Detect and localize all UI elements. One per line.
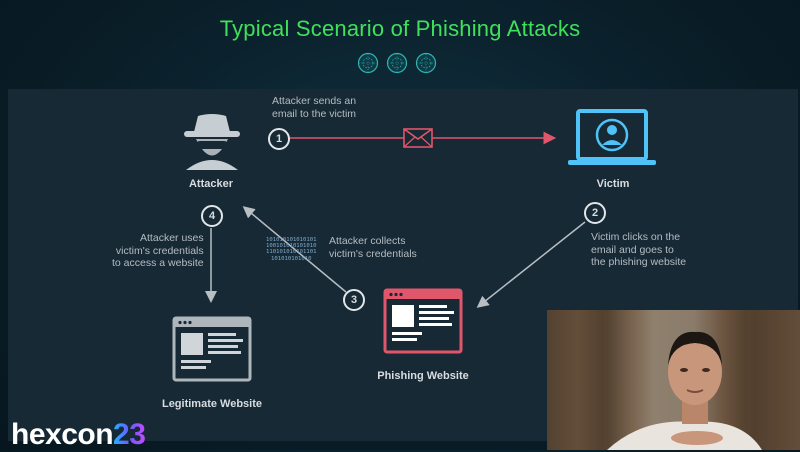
phishing-browser-icon [383,288,463,354]
binary-data: 101010101010101 100101010101010 11010101… [266,237,317,262]
step-3-badge: 3 [343,289,365,311]
legitimate-website-label: Legitimate Website [161,398,263,410]
step-2-text: Victim clicks on the email and goes to t… [591,231,687,268]
globe-icon [386,52,408,74]
presenter-video [547,310,800,450]
laptop-user-icon [568,109,656,165]
step-1-badge: 1 [268,128,290,150]
webcam-overlay [547,310,800,450]
hacker-icon [184,114,240,170]
hexcon-logo: hexcon23 [11,418,146,452]
globe-icon [415,52,437,74]
step-2-badge: 2 [584,202,606,224]
decorative-globes [357,52,437,74]
phishing-website-label: Phishing Website [377,370,469,382]
globe-icon [357,52,379,74]
step-1-text: Attacker sends an email to the victim [272,95,357,120]
attacker-label: Attacker [188,178,234,190]
browser-icon [172,316,252,382]
step-4-badge: 4 [201,205,223,227]
step-3-text: Attacker collects victim's credentials [329,235,417,260]
logo-word: hexcon [11,418,114,451]
envelope-icon [403,128,433,148]
step-4-text: Attacker uses victim's credentials to ac… [112,232,204,269]
logo-number: 23 [113,418,146,451]
slide-title: Typical Scenario of Phishing Attacks [219,16,581,41]
victim-label: Victim [596,178,630,190]
